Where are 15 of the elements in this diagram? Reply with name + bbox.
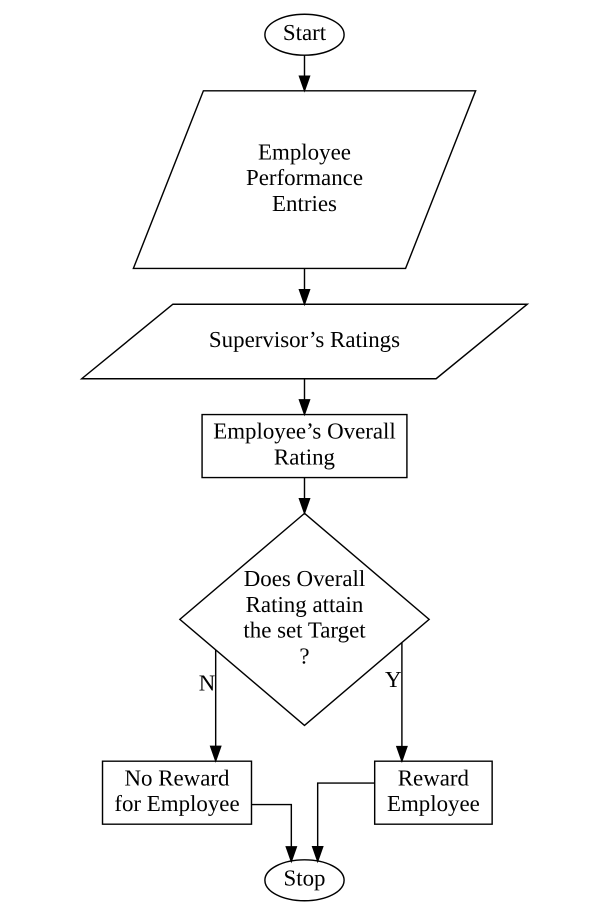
edge-label: N — [198, 670, 215, 696]
arrow — [252, 804, 297, 864]
node-box: Employee’s Overall Rating — [200, 414, 408, 478]
node-box: No Reward for Employee — [101, 760, 252, 825]
arrow — [298, 55, 310, 93]
node-ellipse: Start — [264, 14, 344, 56]
arrow — [298, 478, 310, 516]
arrow — [311, 782, 374, 864]
arrow — [395, 642, 408, 764]
node-box: Reward Employee — [373, 760, 492, 825]
edge-label: Y — [384, 667, 402, 692]
arrow — [209, 650, 222, 763]
arrow — [298, 379, 310, 416]
arrow — [298, 268, 310, 306]
node-ellipse: Stop — [264, 859, 344, 902]
